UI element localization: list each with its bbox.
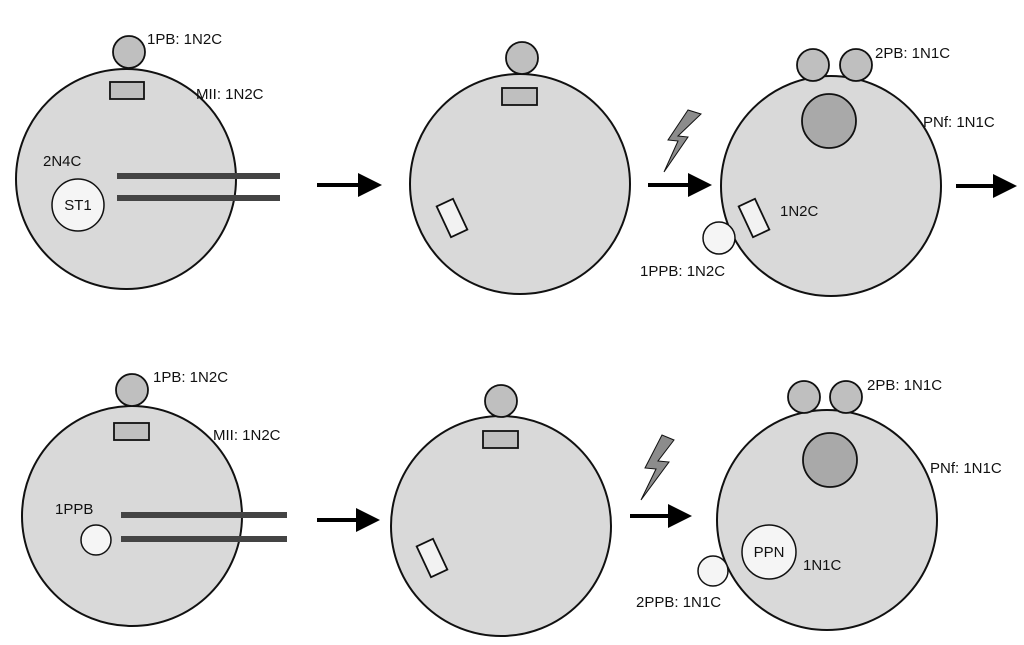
top-stage1-nucleus-label: ST1: [64, 197, 92, 214]
bottom-stage2-ppb-spindle: [415, 537, 449, 579]
top-stage3-polar-body-1: [796, 48, 830, 82]
bottom-stage3-polar-body-1: [787, 380, 821, 414]
bottom-stage2: [390, 384, 612, 637]
top-stage1-metaphase-label: MII: 1N2C: [196, 86, 264, 103]
bottom-stage3-pronucleus: [802, 432, 858, 488]
top-stage3-pronucleus: [801, 93, 857, 149]
bottom-stage3-ppn: [741, 524, 797, 580]
top-stage1-nucleus: [51, 178, 105, 232]
top-stage3-spindle-label: 1N2C: [780, 203, 819, 220]
bottom-stage1-polar-body: [115, 373, 149, 407]
bottom-stage1-spindle: [113, 422, 150, 441]
bottom-stage3-polar-body-2: [829, 380, 863, 414]
top-stage3: 2PB: 1N1C PNf: 1N1C 1N2C 1PPB: 1N2C: [640, 45, 995, 297]
bottom-stage1: 1PB: 1N2C MII: 1N2C 1PPB: [21, 369, 287, 627]
top-stage3-polar-bodies-label: 2PB: 1N1C: [875, 45, 950, 62]
top-activation-lightning-icon: [663, 109, 702, 173]
bottom-stage2-spindle: [482, 430, 519, 449]
bottom-stage3-ppn-ploidy-label: 1N1C: [803, 557, 842, 574]
top-stage3-oocyte: [720, 75, 942, 297]
bottom-stage1-ppb-label: 1PPB: [55, 501, 93, 518]
bottom-stage3-ppn-label: PPN: [754, 544, 785, 561]
top-stage3-pronucleus-label: PNf: 1N1C: [923, 114, 995, 131]
bottom-stage1-polar-body-label: 1PB: 1N2C: [153, 369, 228, 386]
top-stage1-polar-body: [112, 35, 146, 69]
bottom-activation-lightning-icon: [640, 434, 675, 501]
top-stage1-polar-body-label: 1PB: 1N2C: [147, 31, 222, 48]
top-stage1-spindle: [109, 81, 145, 100]
top-stage1-nucleus-ploidy-label: 2N4C: [43, 153, 82, 170]
top-stage2-ppb-spindle: [435, 197, 469, 239]
top-stage2-polar-body: [505, 41, 539, 75]
top-stage2-oocyte: [409, 73, 631, 295]
top-stage2: [409, 41, 631, 295]
bottom-stage3: 2PB: 1N1C PNf: 1N1C PPN 1N1C 2PPB: 1N1C: [636, 377, 1002, 631]
top-stage2-spindle: [501, 87, 538, 106]
bottom-stage1-ppb: [80, 524, 112, 556]
bottom-stage1-metaphase-label: MII: 1N2C: [213, 427, 281, 444]
bottom-stage3-ppb: [697, 555, 729, 587]
bottom-stage3-polar-bodies-label: 2PB: 1N1C: [867, 377, 942, 394]
bottom-stage3-pronucleus-label: PNf: 1N1C: [930, 460, 1002, 477]
bottom-stage2-oocyte: [390, 415, 612, 637]
top-stage3-polar-body-2: [839, 48, 873, 82]
top-stage3-spindle: [737, 197, 771, 239]
top-stage3-ppb-label: 1PPB: 1N2C: [640, 263, 725, 280]
bottom-stage3-ppb-label: 2PPB: 1N1C: [636, 594, 721, 611]
top-stage1: 1PB: 1N2C MII: 1N2C 2N4C ST1: [15, 31, 280, 290]
bottom-stage2-polar-body: [484, 384, 518, 418]
top-stage3-ppb: [702, 221, 736, 255]
